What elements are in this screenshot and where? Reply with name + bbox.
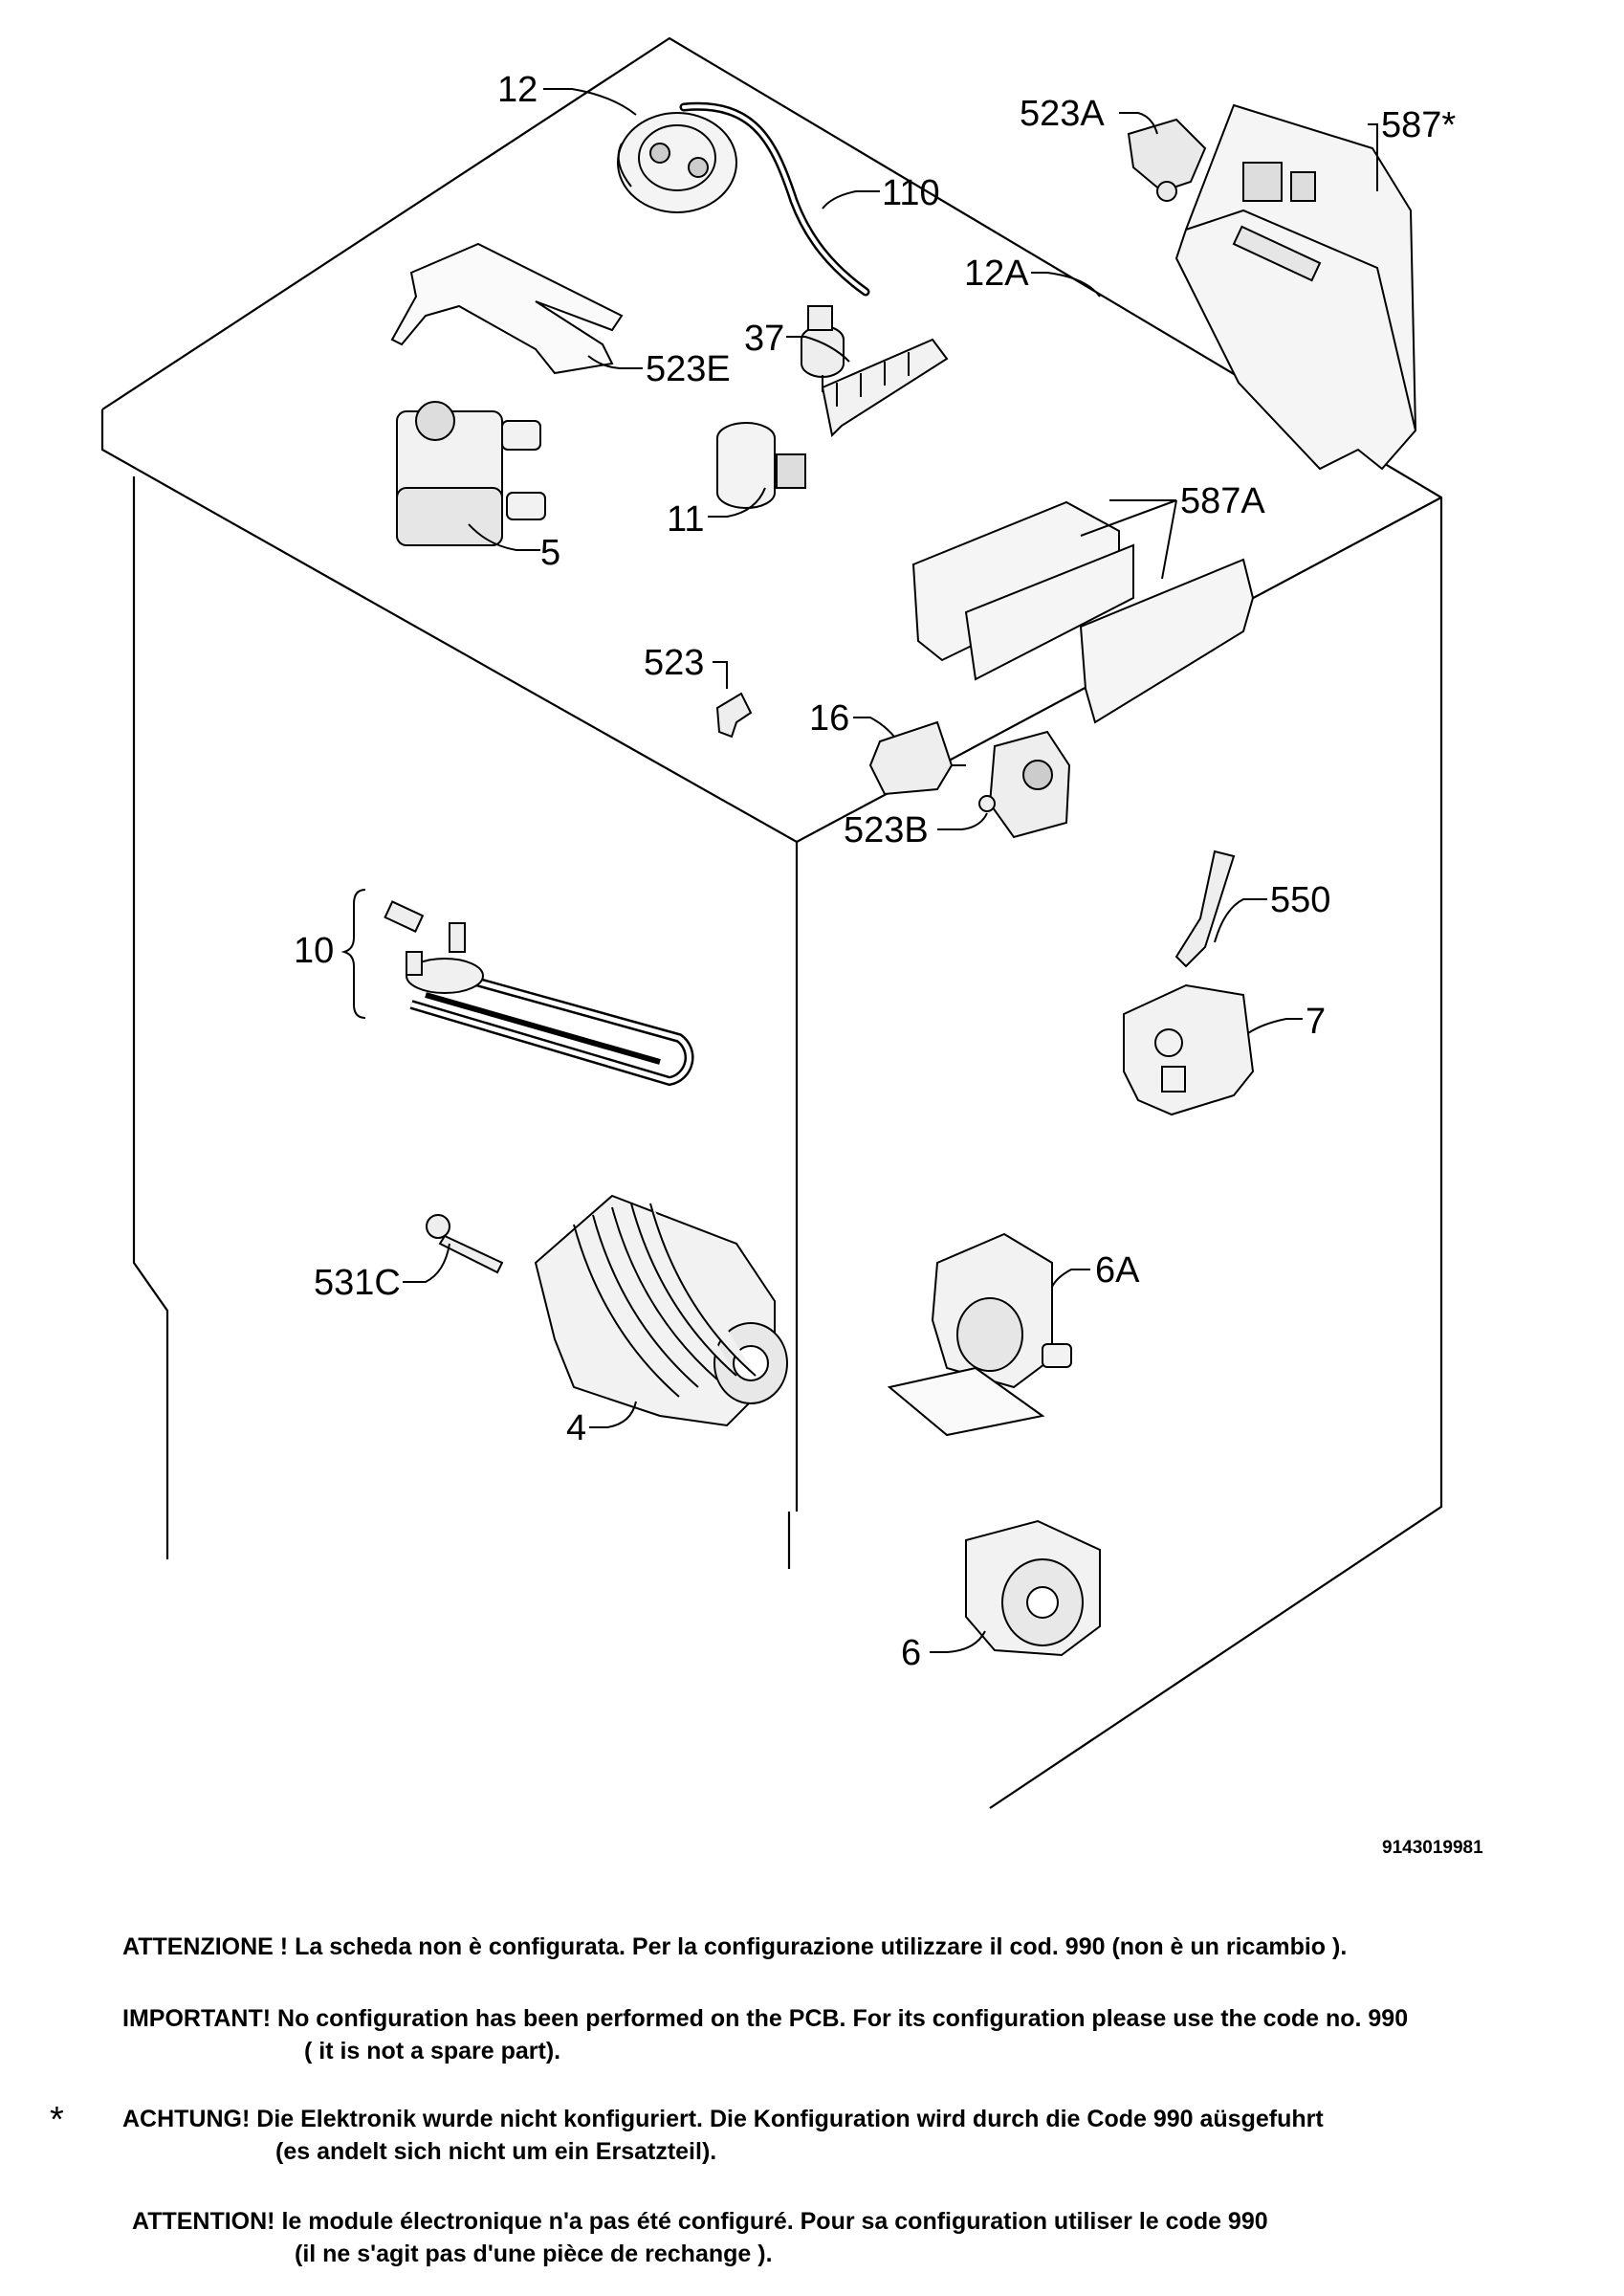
label-523: 523 [644,643,704,683]
part-5-water-valve [396,401,546,546]
part-523B-knob-cover [978,730,1071,839]
part-10-brace [340,889,366,1019]
note-german-line2: (es andelt sich nicht um ein Ersatzteil)… [275,2138,717,2165]
part-12-programmer [617,112,737,213]
label-37: 37 [744,319,784,359]
label-523E: 523E [646,349,731,389]
label-11: 11 [667,499,704,540]
asterisk-marker: * [50,2100,64,2140]
label-587A: 587A [1180,481,1265,521]
part-7-door-lock [1123,983,1255,1116]
exploded-parts-diagram: 12 110 523A 587* 12A 523E 37 5 11 587A 5… [100,36,1456,1809]
label-7: 7 [1306,1002,1326,1042]
label-16: 16 [809,698,849,739]
part-37-terminal-block [821,338,949,438]
note-german-line1: ACHTUNG! Die Elektronik wurde nicht konf… [122,2106,1324,2132]
part-523-small-clip [715,692,753,739]
part-11-capacitor [716,422,806,509]
note-german: ACHTUNG! Die Elektronik wurde nicht konf… [122,2103,1324,2168]
part-6A-pump [887,1232,1072,1437]
label-110: 110 [882,173,940,213]
label-10: 10 [294,931,334,971]
part-4-pump [534,1194,788,1427]
part-6-pump [965,1519,1101,1657]
label-523B: 523B [844,810,929,850]
part-12A-pressure-switch [801,305,845,392]
label-550: 550 [1270,880,1330,920]
note-french: ATTENTION! le module électronique n'a pa… [132,2205,1268,2270]
note-italian-line1: ATTENZIONE ! La scheda non è configurata… [122,1933,1348,1960]
note-english: IMPORTANT! No configuration has been per… [122,2002,1408,2067]
label-523A: 523A [1020,94,1105,134]
label-5: 5 [540,533,560,573]
note-italian: ATTENZIONE ! La scheda non è configurata… [122,1931,1347,1963]
label-587-star: 587* [1381,105,1456,145]
note-english-line2: ( it is not a spare part). [304,2038,561,2064]
part-587-electronic-module [1174,103,1417,471]
label-12A: 12A [964,254,1029,294]
part-16-switch [868,720,966,796]
part-523A-clip [1127,118,1207,202]
part-531C-screw [426,1214,504,1274]
part-550-lever [1174,850,1236,968]
note-french-line2: (il ne s'agit pas d'une pièce de rechang… [295,2241,773,2267]
note-french-line1: ATTENTION! le module électronique n'a pa… [132,2208,1268,2235]
part-labels: 12 110 523A 587* 12A 523E 37 5 11 587A 5… [294,70,1456,1673]
label-12: 12 [497,70,538,110]
drawing-code: 9143019981 [1382,1838,1483,1858]
label-4: 4 [566,1408,586,1448]
leader-lines [403,88,1378,1653]
part-587A-control-boards [911,500,1255,724]
label-531C: 531C [314,1263,401,1303]
note-english-line1: IMPORTANT! No configuration has been per… [122,2005,1409,2032]
label-6A: 6A [1095,1250,1140,1291]
label-6: 6 [901,1633,921,1673]
part-10-heating-element [384,900,694,1087]
part-523E-bracket [390,242,624,375]
